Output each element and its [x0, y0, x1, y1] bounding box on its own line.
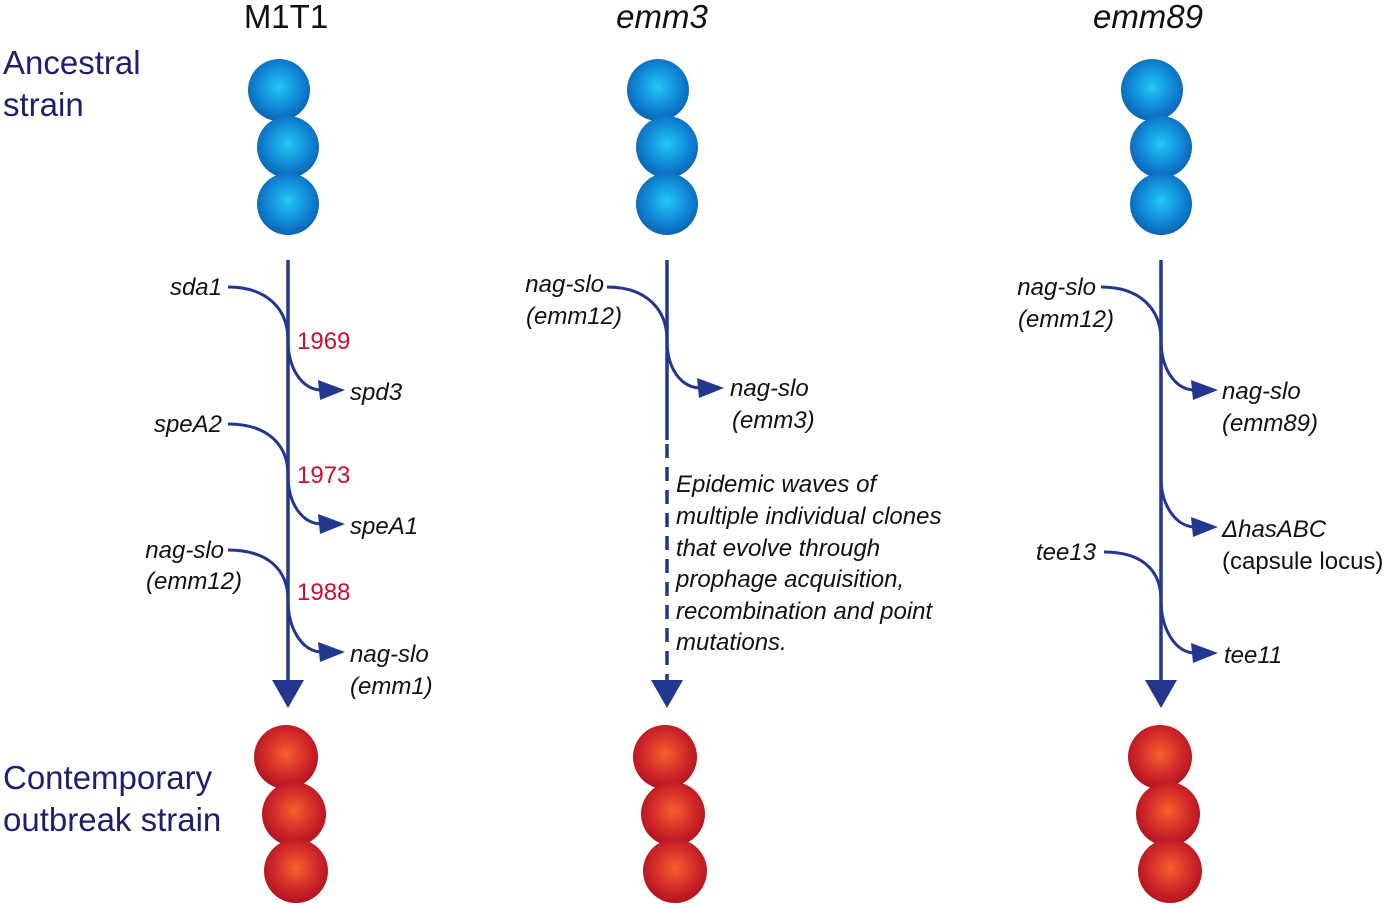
contemporary-strain-icon-emm3: [633, 725, 707, 903]
gene-label: (emm12): [1018, 306, 1114, 333]
gene-label: (emm12): [146, 568, 242, 595]
note-line: Epidemic waves of: [676, 471, 878, 498]
ancestral-label-line2: strain: [3, 86, 84, 123]
gene-label: speA1: [350, 513, 418, 540]
event-curve: [1159, 477, 1196, 529]
gene-label: sda1: [170, 274, 222, 301]
event-curve: [227, 285, 323, 392]
event-curve: [1103, 550, 1196, 655]
ancestral-strain-icon-emm3: [627, 59, 698, 235]
note-line: multiple individual clones: [676, 503, 941, 530]
year-label: 1973: [297, 462, 350, 489]
ancestral-strain-icon-m1t1: [248, 59, 319, 235]
gene-label: (emm89): [1222, 410, 1318, 437]
gene-label: (emm1): [350, 673, 433, 700]
event-curve: [1100, 285, 1196, 392]
gene-label: ΔhasABC: [1221, 516, 1327, 543]
contemporary-strain-icon-emm89: [1128, 725, 1202, 903]
note-line: prophage acquisition,: [675, 566, 904, 593]
gene-label: nag-slo: [145, 537, 224, 564]
gene-label: spd3: [350, 379, 403, 406]
gene-label: nag-slo: [350, 641, 429, 668]
note-line: that evolve through: [676, 535, 880, 562]
year-label: 1969: [297, 328, 350, 355]
year-label: 1988: [297, 579, 350, 606]
contemporary-strain-icon-m1t1: [254, 725, 328, 903]
gene-label: nag-slo: [730, 375, 809, 402]
gene-label: nag-slo: [1017, 274, 1096, 301]
event-curve: [227, 548, 323, 654]
gene-label: (emm12): [526, 303, 622, 330]
gene-label: (emm3): [732, 407, 815, 434]
event-curve: [606, 285, 702, 390]
column-title-emm89: emm89: [1093, 0, 1203, 35]
gene-label: tee13: [1036, 539, 1097, 566]
column-title-m1t1: M1T1: [244, 0, 328, 35]
event-curve: [227, 422, 323, 526]
contemporary-label-line1: Contemporary: [3, 759, 213, 796]
ancestral-label-line1: Ancestral: [3, 44, 141, 81]
gene-label: nag-slo: [1222, 378, 1301, 405]
column-title-emm3: emm3: [616, 0, 708, 35]
contemporary-label-line2: outbreak strain: [3, 801, 221, 838]
note-line: recombination and point: [676, 598, 934, 625]
gene-label: (capsule locus): [1222, 548, 1383, 575]
gene-label: nag-slo: [525, 271, 604, 298]
note-line: mutations.: [676, 629, 787, 656]
gene-label: tee11: [1224, 642, 1282, 669]
emm3-note: Epidemic waves of multiple individual cl…: [675, 471, 941, 656]
ancestral-strain-icon-emm89: [1121, 59, 1192, 235]
gene-label: speA2: [154, 411, 222, 438]
